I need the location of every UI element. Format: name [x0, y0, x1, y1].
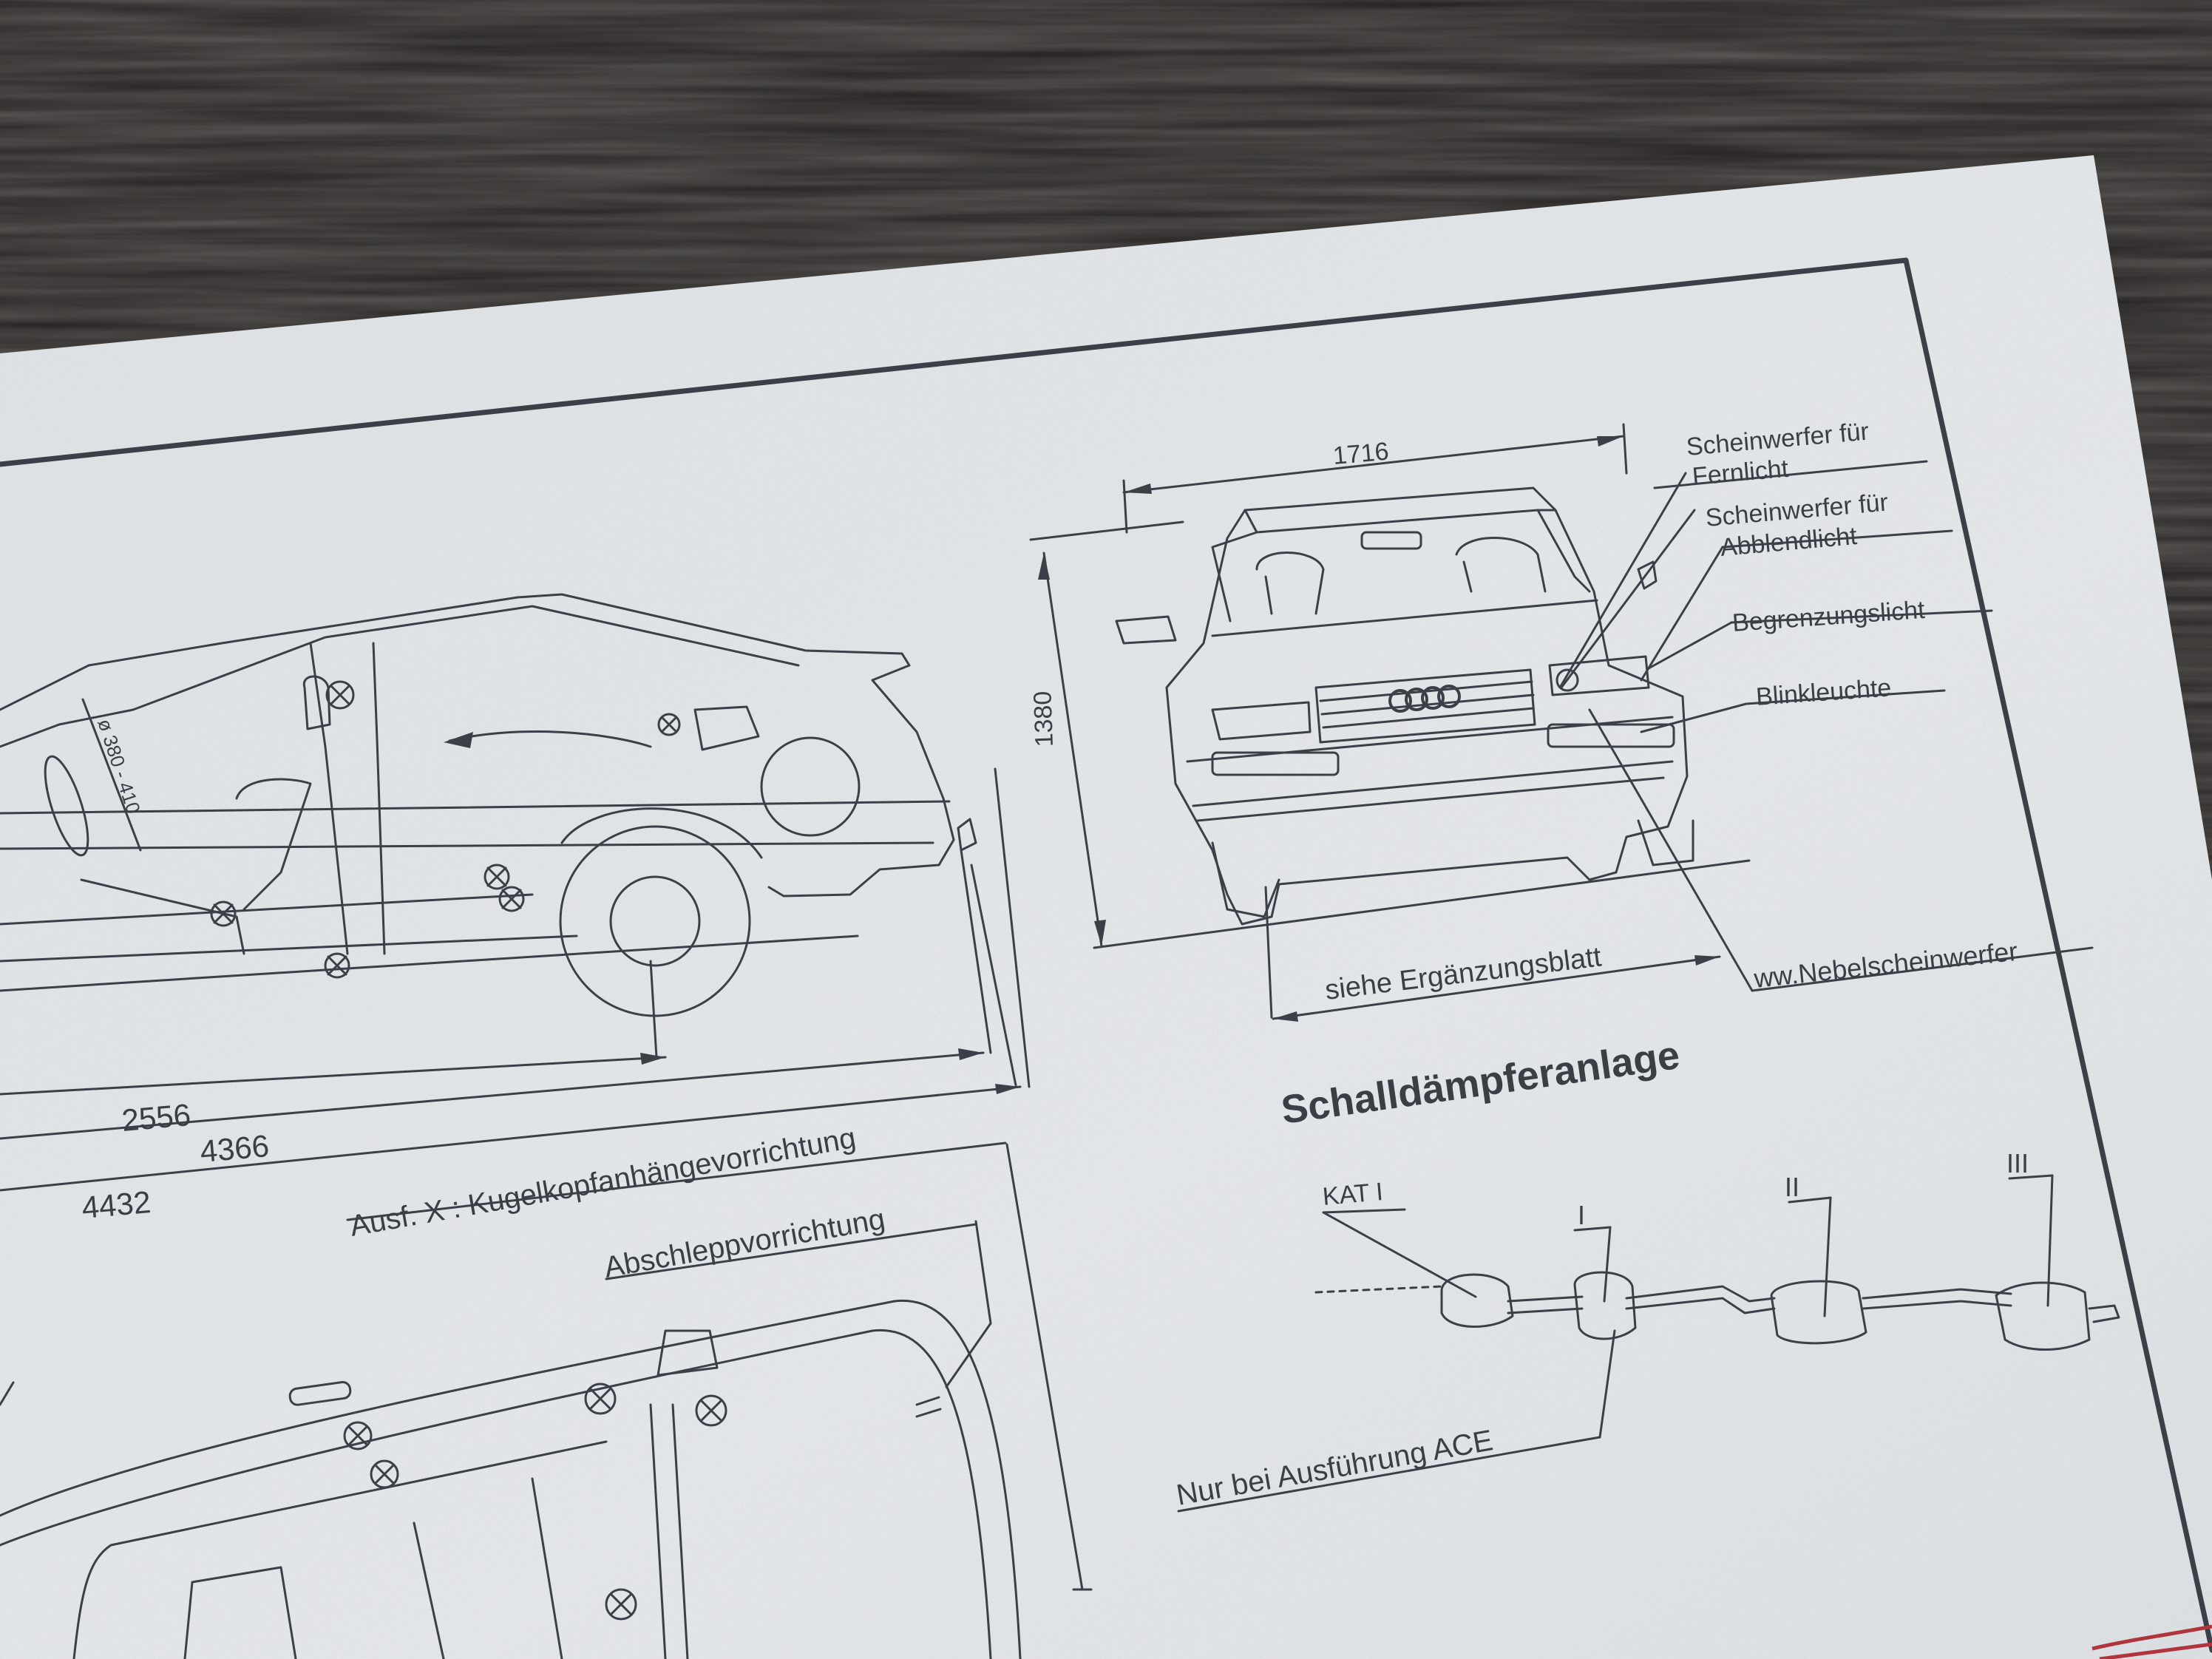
length-label-4432: 4432 — [81, 1184, 152, 1225]
signature-mark — [2091, 1624, 2212, 1659]
muffler-3-label: III — [2006, 1148, 2029, 1178]
width-dimension-label: 1716 — [1331, 438, 1390, 470]
bottom-view-drawing — [0, 1143, 1093, 1659]
side-view-drawing — [0, 593, 1031, 1192]
length-label-4366: 4366 — [199, 1128, 271, 1169]
cat-label: KAT I — [1321, 1178, 1384, 1211]
paper-texture — [0, 155, 2212, 1659]
side-label-leaders — [346, 1141, 1007, 1280]
wheelbase-label: 2556 — [121, 1097, 192, 1138]
muffler-2-label: II — [1785, 1172, 1799, 1202]
exhaust-system-drawing — [1177, 1174, 2120, 1513]
height-dimension-label: 1380 — [1028, 691, 1059, 747]
frame-border — [0, 257, 2212, 1653]
muffler-1-label: I — [1578, 1200, 1585, 1230]
front-view-drawing — [1029, 423, 2094, 1022]
